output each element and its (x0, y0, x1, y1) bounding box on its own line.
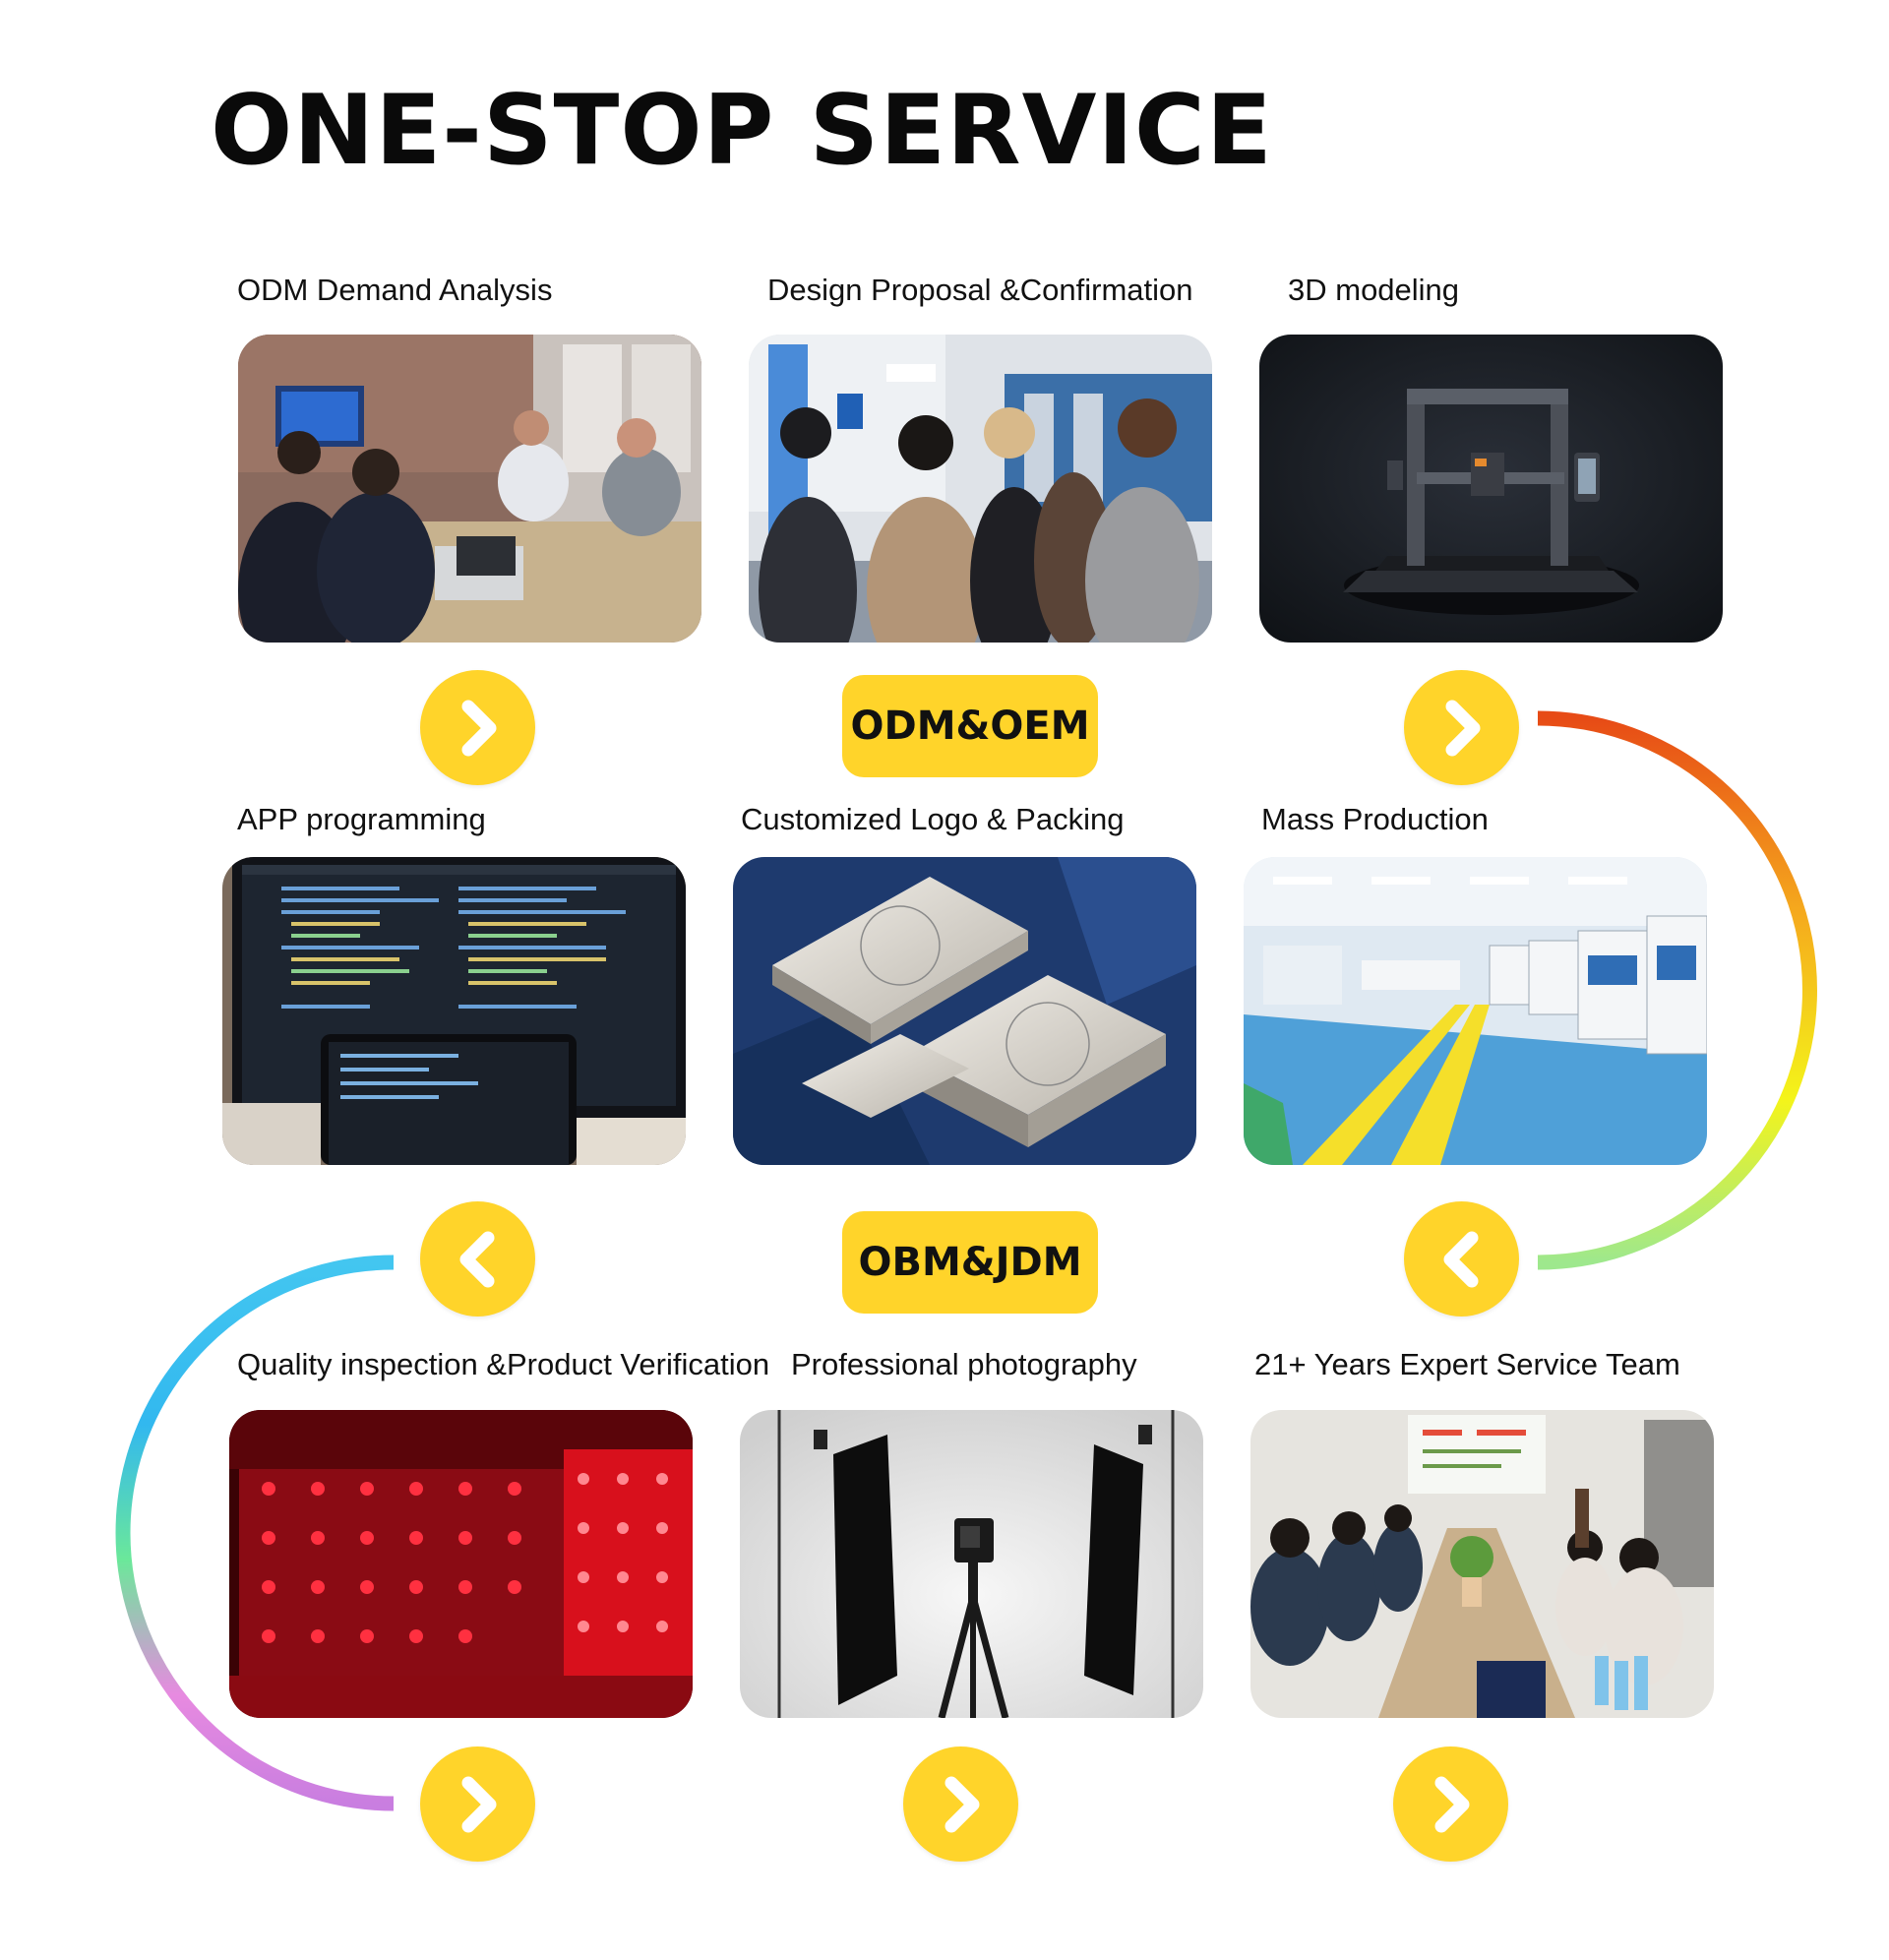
back-arrow-button-2[interactable] (1404, 1201, 1519, 1317)
step-label-mass-production: Mass Production (1261, 802, 1489, 836)
step-label-customized-logo-packing: Customized Logo & Packing (741, 802, 1125, 836)
step-label-design-proposal: Design Proposal &Confirmation (767, 273, 1193, 307)
page-title: ONE-STOP SERVICE (211, 75, 1273, 187)
chevron-right-icon (1434, 1776, 1469, 1832)
step-label-3d-modeling: 3D modeling (1288, 273, 1460, 307)
step-label-professional-photography: Professional photography (791, 1347, 1137, 1381)
packaging-box-photo (733, 857, 1196, 1165)
production-line-photo (1244, 857, 1707, 1165)
photo-studio-photo (740, 1410, 1203, 1718)
chevron-left-icon (1443, 1231, 1478, 1287)
step-label-odm-demand-analysis: ODM Demand Analysis (237, 273, 553, 307)
meeting-photo (238, 335, 701, 643)
3d-printer-photo (1259, 335, 1723, 643)
odm-oem-badge: ODM&OEM (842, 675, 1098, 777)
step-label-expert-service-team: 21+ Years Expert Service Team (1254, 1347, 1680, 1381)
next-arrow-button-2[interactable] (1404, 670, 1519, 785)
chevron-left-icon (459, 1231, 494, 1287)
step-label-app-programming: APP programming (237, 802, 486, 836)
code-monitor-photo (222, 857, 686, 1165)
chevron-right-icon (461, 700, 496, 756)
chevron-right-icon (944, 1776, 979, 1832)
obm-jdm-badge: OBM&JDM (842, 1211, 1098, 1314)
next-arrow-button-1[interactable] (420, 670, 535, 785)
chevron-right-icon (1445, 700, 1480, 756)
factory-visit-photo (749, 335, 1212, 643)
step-label-quality-inspection: Quality inspection &Product Verification (237, 1347, 770, 1381)
next-arrow-button-4[interactable] (903, 1746, 1018, 1862)
chevron-right-icon (461, 1776, 496, 1832)
next-arrow-button-3[interactable] (420, 1746, 535, 1862)
back-arrow-button-1[interactable] (420, 1201, 535, 1317)
team-training-photo (1250, 1410, 1714, 1718)
next-arrow-button-5[interactable] (1393, 1746, 1508, 1862)
red-light-testing-photo (229, 1410, 693, 1718)
